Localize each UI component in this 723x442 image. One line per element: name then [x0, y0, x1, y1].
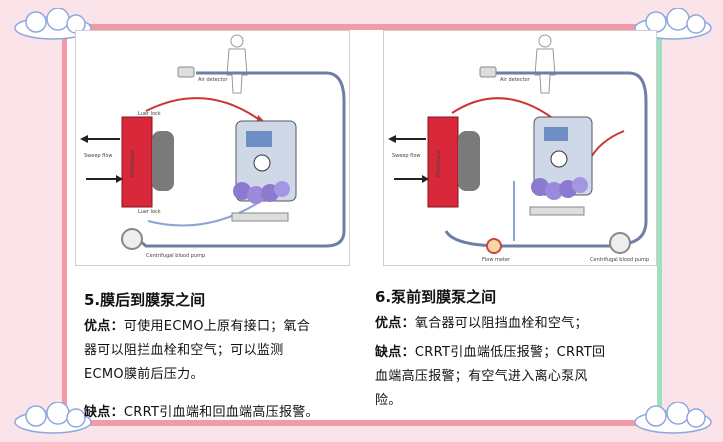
right-cons-text-3: 险。	[375, 393, 402, 408]
svg-text:Luer lock: Luer lock	[138, 111, 161, 117]
right-cons-label: 缺点：	[375, 345, 415, 360]
circuit-tubing	[444, 71, 648, 248]
svg-text:Flow meter: Flow meter	[482, 257, 511, 263]
cloud-decoration-bottom-left	[14, 402, 92, 434]
left-pros-text-2: 器可以阻拦血栓和空气；可以监测	[84, 343, 284, 358]
right-pros: 优点：氧合器可以阻挡血栓和空气；	[375, 312, 650, 336]
svg-text:Centrifugal blood pump: Centrifugal blood pump	[146, 253, 205, 259]
svg-text:Centrifugal blood pump: Centrifugal blood pump	[590, 257, 649, 263]
blue-return-line	[147, 200, 262, 227]
crrt-machine	[231, 120, 297, 222]
cloud-decoration-top-left	[14, 8, 92, 40]
air-detector	[479, 66, 497, 78]
svg-text:Sweep flow: Sweep flow	[392, 153, 420, 159]
circuit-tubing	[133, 71, 346, 248]
border-right	[657, 24, 662, 426]
svg-text:Membrane: Membrane	[436, 150, 442, 177]
svg-text:Membrane: Membrane	[130, 150, 136, 177]
centrifugal-pump	[121, 228, 143, 250]
left-cons: 缺点：CRRT引血端和回血端高压报警。	[84, 401, 359, 425]
red-flow-line	[451, 97, 560, 124]
svg-text:Air detector: Air detector	[500, 77, 531, 83]
left-pros-label: 优点：	[84, 319, 124, 334]
right-title: 6.泵前到膜泵之间	[375, 288, 497, 306]
patient-figure	[534, 34, 556, 94]
border-left	[62, 24, 67, 426]
patient-figure	[226, 34, 248, 94]
svg-text:Luer lock: Luer lock	[138, 209, 161, 215]
left-pros-text-3: ECMO膜前后压力。	[84, 367, 204, 382]
svg-text:Sweep flow: Sweep flow	[84, 153, 112, 159]
right-cons-text-1: CRRT引血端低压报警；CRRT回	[414, 345, 606, 360]
ecmo-diagram-right: Air detector Membrane Sweep flow	[383, 30, 657, 266]
left-title: 5.膜后到膜泵之间	[84, 291, 206, 309]
border-top	[62, 24, 662, 30]
left-cons-label: 缺点：	[84, 405, 124, 420]
cloud-decoration-bottom-right	[634, 402, 712, 434]
svg-text:Air detector: Air detector	[198, 77, 229, 83]
border-bottom	[62, 420, 662, 426]
crrt-machine	[529, 116, 593, 216]
membrane-oxygenator	[427, 116, 459, 208]
right-cons-text-2: 血端高压报警；有空气进入离心泵风	[375, 369, 588, 384]
left-cons-text: CRRT引血端和回血端高压报警。	[123, 405, 319, 420]
ecmo-diagram-left: Air detector Membrane Luer lock Luer loc…	[75, 30, 350, 266]
membrane-oxygenator	[121, 116, 153, 208]
centrifugal-pump	[609, 232, 631, 254]
right-pros-label: 优点：	[375, 316, 415, 331]
air-detector	[177, 66, 195, 78]
red-flow-line	[145, 97, 262, 122]
left-pros-text-1: 可使用ECMO上原有接口；氧合	[123, 319, 311, 334]
left-pros: 优点：可使用ECMO上原有接口；氧合 器可以阻拦血栓和空气；可以监测 ECMO膜…	[84, 315, 354, 387]
right-cons: 缺点：CRRT引血端低压报警；CRRT回 血端高压报警；有空气进入离心泵风 险。	[375, 341, 650, 413]
flow-meter	[486, 238, 502, 254]
right-pros-text: 氧合器可以阻挡血栓和空气；	[414, 316, 588, 331]
